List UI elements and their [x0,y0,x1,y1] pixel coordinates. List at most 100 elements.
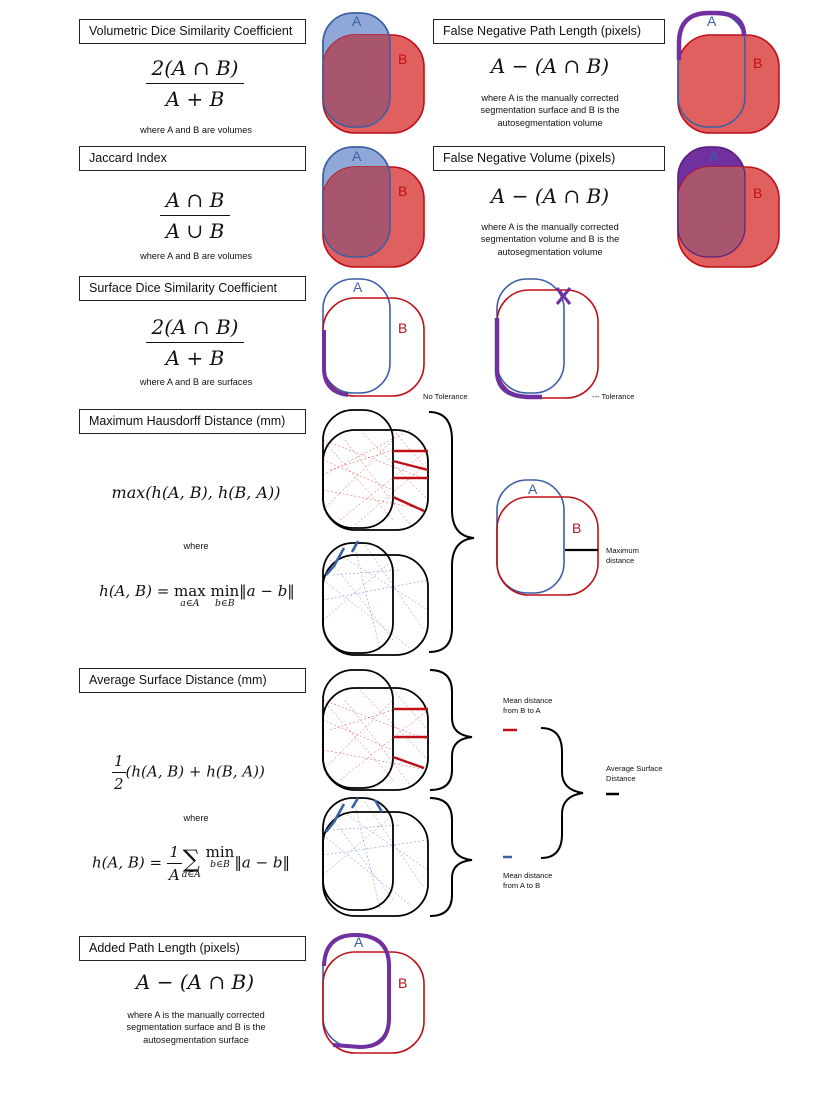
formula-denominator: A + B [165,346,225,370]
note-surface-dice: where A and B are surfaces [139,377,253,387]
distance-segments [324,797,384,833]
note-added-path-length: where A is the manually corrected segmen… [126,1010,266,1045]
asd-a-to-b [322,797,429,917]
set-a-outline [322,146,391,258]
volumetric-dice-venn [322,12,425,134]
formula-half-denominator: 2 [114,775,124,793]
formula-average-surface: 1 2(h(A, B) + h(B, A)) [112,752,312,793]
note-jaccard: where A and B are volumes [140,251,252,261]
formula-denominator: A + B [165,87,225,111]
set-b-surface-tolerance [496,289,599,399]
formula-norm: ‖a − b‖ [234,853,290,872]
formula-norm: ‖a − b‖ [239,582,295,600]
label-a: A [528,481,538,497]
set-a-surface [322,409,394,529]
distance-lines [322,544,429,651]
distance-lines [322,801,429,909]
hausdorff-b-to-a [322,409,429,531]
jaccard-venn [322,146,425,268]
label-maximum-distance: Maximum distance [606,546,639,565]
tolerance-crossing [555,287,572,305]
formula-lhs: h(A, B) = [92,853,167,872]
formula-frac-numerator: 1 [166,843,182,864]
formula-min-subscript: b∈B [210,859,230,870]
formula-jaccard: A ∩ B A ∪ B [100,188,290,243]
formula-sum: ∑ [182,845,200,873]
metric-title-hausdorff: Maximum Hausdorff Distance (mm) [79,409,306,434]
label-a: A [352,13,362,29]
label-b: B [398,320,407,336]
hausdorff-summary [496,479,599,596]
formula-sum-terms: (h(A, B) + h(B, A)) [125,762,265,781]
metric-title-jaccard: Jaccard Index [79,146,306,171]
set-b-volume [677,34,780,134]
formula-sum-subscript: a∈A [181,869,201,880]
overlap-region [678,167,745,257]
label-a: A [352,148,362,164]
distance-segments [392,707,428,770]
label-b: B [753,55,762,71]
max-distance-segments [325,540,360,576]
label-tolerance: --- Tolerance [592,392,635,401]
label-b: B [398,51,407,67]
formula-lhs: h(A, B) = [99,582,175,600]
added-path-length-diagram [322,932,425,1054]
metric-title-false-negative-path-length: False Negative Path Length (pixels) [433,19,665,44]
set-b-surface [322,811,429,917]
average-brace [540,727,584,859]
formula-false-negative-volume: A − (A ∩ B) [490,184,610,208]
overlap-region [323,167,390,257]
false-negative-path-length-diagram [676,10,780,134]
formula-volumetric-dice: 2(A ∩ B)A + B [100,56,290,111]
metric-title-false-negative-volume: False Negative Volume (pixels) [433,146,665,171]
set-a-surface [322,542,394,654]
asd-b-to-a [322,669,429,791]
where-average-surface: where [183,813,209,823]
label-b: B [398,183,407,199]
metric-title-average-surface: Average Surface Distance (mm) [79,668,306,693]
where-hausdorff: where [183,541,209,551]
formula-max: max [174,582,206,600]
max-distance-segments [392,449,429,513]
formula-surface-dice: 2(A ∩ B)A + B [100,315,290,370]
label-a: A [354,934,364,950]
false-negative-path-highlight [676,10,747,60]
metric-title-surface-dice: Surface Dice Similarity Coefficient [79,276,306,301]
set-a-surface [322,797,394,911]
asd-brace-top [429,669,473,791]
set-a-outline [322,12,391,128]
label-mean-a-to-b: Mean distance from A to B [503,871,553,890]
hausdorff-a-to-b [322,540,429,656]
label-average-surface-distance: Average Surface Distance [606,764,663,783]
set-b-surface [322,429,429,531]
formula-numerator: A ∩ B [159,188,231,216]
asd-brace-bottom [429,797,473,917]
formula-false-negative-path-length: A − (A ∩ B) [490,54,610,78]
formula-denominator: A ∪ B [165,219,225,243]
set-b-surface [322,554,429,656]
surface-dice-diagram [322,278,599,400]
formula-min: min [205,843,235,861]
metric-title-volumetric-dice: Volumetric Dice Similarity Coefficient [79,19,306,44]
label-a: A [353,279,363,295]
label-b: B [398,975,407,991]
set-b-surface [322,297,425,397]
label-a: A [709,148,719,164]
label-no-tolerance: No Tolerance [423,392,468,401]
note-volumetric-dice: where A and B are volumes [140,125,252,135]
formula-added-path-length: A − (A ∩ B) [135,970,255,994]
set-b-surface [496,496,599,596]
formula-sum-operator: ∑a∈A [182,847,201,880]
formula-half-numerator: 1 [112,752,126,773]
set-a-surface-tolerance [496,278,565,394]
hausdorff-brace [428,411,475,653]
distance-lines [322,414,429,526]
set-b-surface [322,951,425,1054]
set-b-surface [322,687,429,791]
